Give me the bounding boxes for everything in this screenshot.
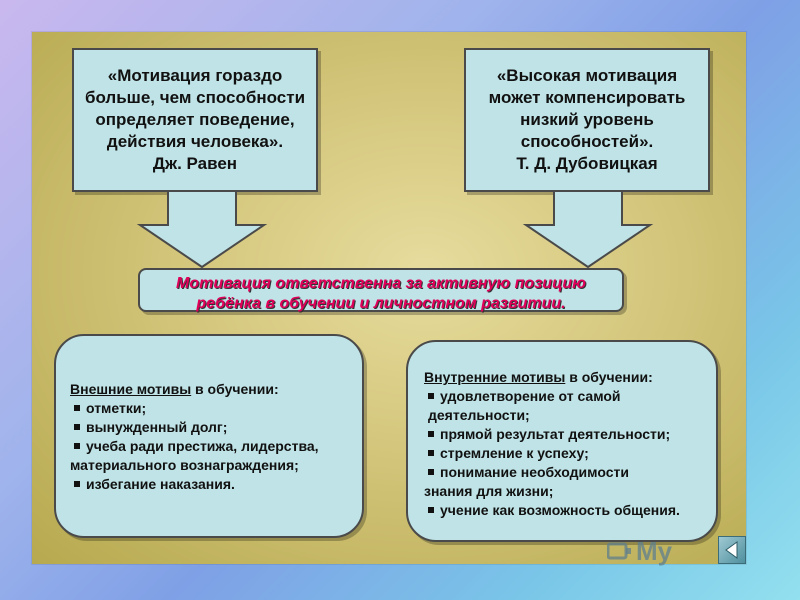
external-motives-box: Внешние мотивы в обучении: отметки; выну…	[54, 334, 364, 538]
left-quote-line: определяет поведение,	[95, 110, 295, 129]
list-item: вынужденный долг;	[70, 418, 352, 437]
right-quote-line: «Высокая мотивация	[496, 66, 678, 85]
external-motives-title: Внешние мотивы в обучении:	[70, 381, 279, 397]
list-item: прямой результат деятельности;	[424, 425, 706, 444]
bullet-icon	[428, 431, 434, 438]
left-quote-line: «Мотивация гораздо	[107, 66, 283, 85]
bullet-icon	[74, 443, 80, 450]
left-quote-author: Дж. Равен	[152, 154, 238, 173]
right-quote-line: способностей».	[520, 132, 654, 151]
list-item: учение как возможность общения.	[424, 501, 706, 520]
list-item-continuation: деятельности;	[428, 407, 530, 423]
logo-text: My	[636, 536, 673, 566]
left-down-arrow	[136, 191, 268, 269]
right-quote-author: Т. Д. Дубовицкая	[516, 154, 658, 173]
list-item: избегание наказания.	[70, 475, 352, 494]
bullet-icon	[74, 424, 80, 431]
internal-motives-box: Внутренние мотивы в обучении: удовлетвор…	[406, 340, 718, 542]
list-item: стремление к успеху;	[424, 444, 706, 463]
bullet-icon	[428, 469, 434, 476]
right-quote-line: может компенсировать	[488, 88, 686, 107]
bullet-icon	[428, 507, 434, 514]
center-line: Мотивация ответственна за активную позиц…	[175, 275, 587, 292]
right-quote-box: «Высокая мотивация может компенсировать …	[464, 48, 710, 192]
left-quote-line: больше, чем способности	[84, 88, 306, 107]
list-item-continuation: знания для жизни;	[424, 483, 554, 499]
left-quote-line: действия человека».	[106, 132, 284, 151]
nav-back-button[interactable]	[718, 536, 746, 564]
list-item-continuation: материального вознаграждения;	[70, 457, 299, 473]
list-item: учеба ради престижа, лидерства,	[70, 437, 352, 456]
right-down-arrow	[522, 191, 654, 269]
logo-icon	[607, 542, 631, 560]
internal-motives-title: Внутренние мотивы в обучении:	[424, 369, 653, 385]
right-quote-line: низкий уровень	[520, 110, 654, 129]
list-item: отметки;	[70, 399, 352, 418]
bullet-icon	[74, 405, 80, 412]
bullet-icon	[74, 481, 80, 488]
list-item: понимание необходимости	[424, 463, 706, 482]
left-quote-box: «Мотивация гораздо больше, чем способнос…	[72, 48, 318, 192]
center-statement-box: Мотивация ответственна за активную позиц…	[138, 268, 624, 312]
bullet-icon	[428, 393, 434, 400]
list-item: удовлетворение от самой	[424, 387, 706, 406]
bullet-icon	[428, 450, 434, 457]
center-line: ребёнка в обучении и личностном развитии…	[196, 295, 566, 312]
back-arrow-icon	[725, 541, 738, 559]
